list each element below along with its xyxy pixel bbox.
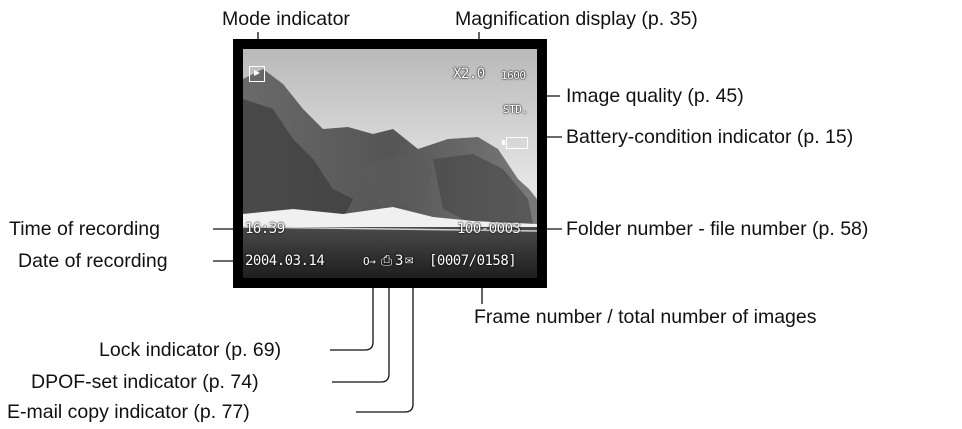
label-mode: Mode indicator (222, 8, 350, 30)
date-readout: 2004.03.14 (245, 253, 325, 269)
label-date: Date of recording (18, 250, 168, 272)
leader-dpof (332, 268, 390, 383)
label-dpof: DPOF-set indicator (p. 74) (31, 371, 259, 393)
label-quality: Image quality (p. 45) (566, 85, 744, 107)
label-magnification: Magnification display (p. 35) (455, 8, 698, 30)
label-folder: Folder number - file number (p. 58) (566, 218, 869, 240)
email-icon: ✉ (405, 252, 413, 268)
file-number-readout: 100-0003 (457, 221, 521, 237)
label-lock: Lock indicator (p. 69) (99, 339, 282, 361)
leader-lock (330, 268, 374, 351)
time-readout: 16:39 (245, 221, 285, 237)
quality-readout: STD. (503, 103, 528, 116)
lock-icon: O→ (363, 255, 376, 268)
landscape-photo (242, 49, 538, 278)
leader-email (356, 268, 414, 413)
dpof-icon: ⎙ (381, 253, 392, 269)
lcd-screen: X2.0 1600 STD. 16:39 100-0003 2004.03.14… (233, 39, 547, 288)
label-email: E-mail copy indicator (p. 77) (7, 401, 250, 423)
label-frame: Frame number / total number of images (474, 306, 817, 328)
dpof-count: 3 (395, 253, 403, 269)
label-time: Time of recording (9, 218, 161, 240)
frame-counter: [0007/0158] (429, 253, 517, 269)
battery-icon (502, 137, 528, 149)
label-battery: Battery-condition indicator (p. 15) (566, 126, 854, 148)
resolution-readout: 1600 (501, 69, 526, 82)
zoom-readout: X2.0 (453, 66, 485, 82)
playback-mode-icon (249, 66, 265, 82)
